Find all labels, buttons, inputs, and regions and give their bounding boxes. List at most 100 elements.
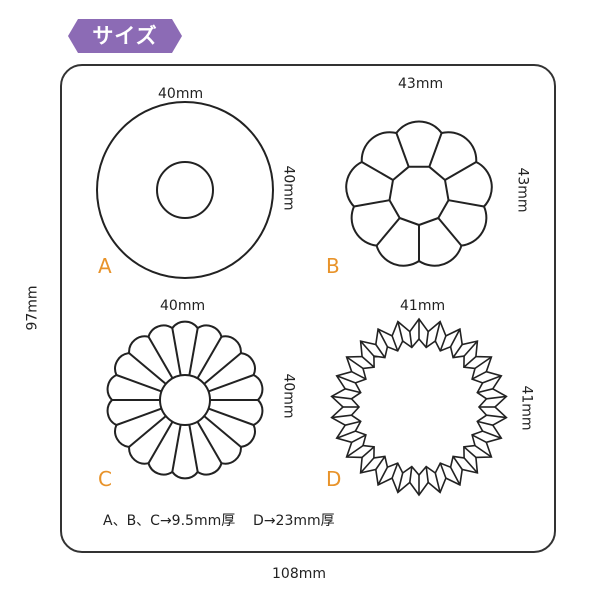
mold-c-letter: C [98, 467, 112, 491]
mold-d-fold-line [463, 356, 477, 368]
mold-d-fold-line [409, 466, 413, 483]
mold-c-petal-divider [147, 336, 174, 379]
mold-d-fold-line [482, 375, 502, 384]
mold-d-fold-line [377, 466, 389, 486]
mold-d-fold-line [336, 430, 356, 439]
mold-a-width-label: 40mm [158, 86, 204, 102]
outer-height-label: 97mm [24, 285, 41, 331]
mold-b-letter: B [326, 254, 340, 278]
mold-c-petal-divider [203, 352, 242, 385]
mold-d-crinkle [330, 317, 508, 497]
dimension-panel [60, 64, 556, 553]
mold-a-height-label: 40mm [280, 165, 297, 211]
mold-c-height-label: 40mm [280, 373, 297, 419]
mold-c-petal-divider [116, 374, 162, 393]
mold-d-fold-line [463, 340, 478, 357]
mold-b-petal-divider [428, 132, 443, 168]
mold-c-inner-hole [159, 374, 211, 426]
mold-d-fold-line [361, 446, 375, 458]
mold-a-ring [96, 101, 274, 279]
mold-d-fold-line [331, 414, 352, 419]
mold-d-fold-line [486, 414, 507, 419]
mold-d-fold-line [346, 444, 364, 458]
mold-b-petal-divider [448, 199, 485, 208]
mold-d-fold-line [474, 444, 492, 458]
mold-d-fold-line [471, 370, 487, 380]
mold-d-width-label: 41mm [400, 298, 446, 314]
mold-d-fold-line [345, 420, 361, 426]
mold-d-fold-line [360, 457, 375, 474]
mold-a-inner-circle [156, 161, 214, 219]
mold-c-petal-divider [147, 421, 174, 464]
mold-d-fold-line [397, 472, 404, 493]
mold-d-fold-line [463, 457, 478, 474]
mold-b-width-label: 43mm [398, 76, 444, 92]
mold-c-petal-divider [208, 374, 254, 393]
mold-d-fold-line [482, 430, 502, 439]
mold-d-fold-line [486, 395, 507, 400]
mold-a-letter: A [98, 254, 112, 278]
size-badge [68, 19, 182, 53]
mold-d-fold-line [397, 321, 404, 342]
mold-d-fold-line [452, 455, 463, 470]
mold-c-petal-divider [196, 421, 223, 464]
mold-d-fold-line [452, 344, 463, 359]
mold-d-fold-line [434, 321, 441, 342]
mold-d-fold-line [346, 356, 364, 370]
mold-d-fold-line [345, 388, 361, 394]
mold-c-petal-divider [188, 424, 199, 473]
thickness-note: A、B、C→9.5mm厚 D→23mm厚 [103, 510, 335, 530]
mold-b-height-label: 43mm [514, 167, 531, 213]
mold-d-fold-line [449, 328, 461, 348]
mold-b-petal-divider [437, 217, 463, 247]
mold-d-fold-line [477, 388, 493, 394]
mold-d-fold-line [463, 446, 477, 458]
mold-d-fold-line [471, 434, 487, 444]
mold-d-fold-line [336, 375, 356, 384]
mold-d-fold-line [375, 344, 386, 359]
mold-d-fold-line [439, 335, 447, 352]
mold-c-petal-divider [203, 415, 242, 448]
mold-b-petal-divider [353, 199, 390, 208]
mold-d-fold-line [391, 462, 399, 479]
mold-d-inner-edge [350, 337, 488, 477]
mold-d-fold-line [474, 356, 492, 370]
mold-d-fold-line [351, 370, 367, 380]
mold-b-petal-divider [395, 132, 410, 168]
mold-d-fold-line [391, 335, 399, 352]
mold-c-petal-divider [208, 407, 254, 426]
mold-c-petal-divider [171, 424, 182, 473]
mold-d-fold-line [351, 434, 367, 444]
mold-c-flower [106, 320, 264, 480]
thickness-note-abc: A、B、C→9.5mm厚 [103, 513, 236, 529]
mold-b-outer-edge [345, 120, 493, 267]
mold-d-fold-line [449, 466, 461, 486]
outer-width-label: 108mm [272, 566, 326, 582]
mold-d-fold-line [409, 331, 413, 348]
mold-d-fold-line [360, 340, 375, 357]
mold-d-fold-line [439, 462, 447, 479]
mold-b-flower [345, 120, 493, 267]
mold-d-fold-line [434, 472, 441, 493]
mold-d-fold-line [331, 395, 352, 400]
mold-d-fold-line [375, 455, 386, 470]
thickness-note-d: D→23mm厚 [253, 513, 335, 529]
mold-d-fold-line [377, 328, 389, 348]
mold-c-petal-divider [171, 327, 182, 376]
mold-d-fold-line [425, 331, 429, 348]
mold-c-petal-divider [116, 407, 162, 426]
size-badge-label: サイズ [92, 24, 158, 48]
mold-c-petal-divider [188, 327, 199, 376]
mold-b-petal-divider [444, 161, 477, 181]
mold-d-fold-line [477, 420, 493, 426]
mold-d-fold-line [425, 466, 429, 483]
mold-c-petal-divider [128, 415, 167, 448]
mold-d-letter: D [326, 467, 342, 491]
mold-b-petal-divider [375, 217, 401, 247]
mold-a-outer-circle [96, 101, 274, 279]
mold-c-petal-divider [128, 352, 167, 385]
mold-b-petal-divider [361, 161, 394, 181]
mold-d-fold-line [361, 356, 375, 368]
mold-c-width-label: 40mm [160, 298, 206, 314]
